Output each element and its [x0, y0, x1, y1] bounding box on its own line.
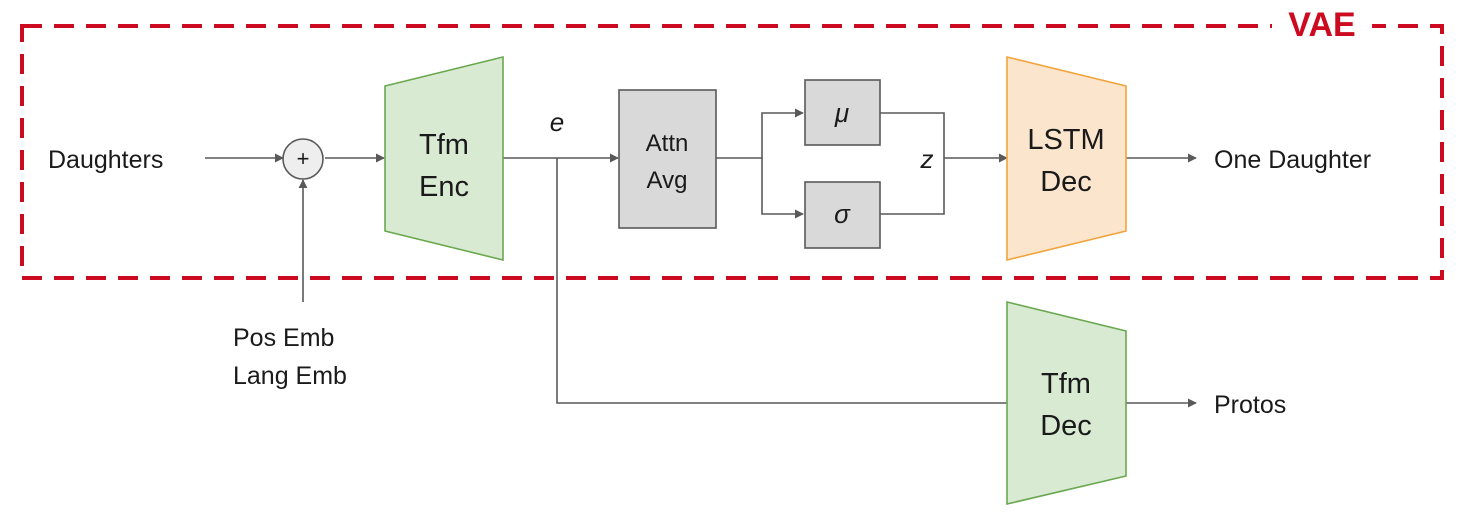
add-symbol: +: [297, 146, 310, 171]
input-daughters-label: Daughters: [48, 146, 163, 174]
transformer-decoder: Tfm Dec: [1006, 300, 1127, 506]
lstm-decoder-label-line1: LSTM: [1027, 124, 1104, 156]
input-pos-emb-label: Pos Emb: [233, 324, 334, 352]
edge-encoder-to-tfm-decoder: [556, 158, 1007, 404]
add-node: +: [282, 138, 324, 180]
output-one-daughter-label: One Daughter: [1214, 146, 1371, 174]
encoder-label-line1: Tfm: [419, 129, 469, 161]
mu-box: [804, 79, 881, 146]
lstm-decoder: LSTM Dec: [1006, 55, 1127, 262]
edge-attn-to-mu: [716, 108, 804, 159]
attn-avg-label-line1: Attn: [646, 130, 689, 157]
vae-group-border: [20, 24, 1444, 280]
lstm-decoder-shape: [1006, 55, 1127, 262]
edge-attn-to-sigma: [761, 158, 804, 219]
connectors: [205, 108, 1197, 408]
tfm-decoder-label-line2: Dec: [1040, 410, 1092, 442]
attention-average: Attn Avg: [618, 89, 717, 229]
sigma-box: [804, 181, 881, 249]
attn-avg-label-line2: Avg: [647, 167, 688, 194]
attn-avg-box: [618, 89, 717, 229]
input-lang-emb-label: Lang Emb: [233, 362, 347, 390]
sigma-node: σ: [804, 181, 881, 249]
encoder-label-line2: Enc: [419, 171, 469, 203]
sigma-symbol: σ: [834, 199, 851, 229]
encoder-shape: [384, 55, 504, 262]
lstm-decoder-label-line2: Dec: [1040, 166, 1092, 198]
output-protos-label: Protos: [1214, 391, 1286, 419]
vae-group-title: VAE: [1288, 6, 1355, 44]
edge-label-z: z: [920, 144, 934, 174]
edge-mu-to-z: [880, 112, 945, 215]
add-circle: [282, 138, 324, 180]
edge-label-e: e: [550, 107, 564, 137]
tfm-decoder-shape: [1006, 300, 1127, 506]
vae-title-backdrop: [1272, 6, 1372, 46]
tfm-decoder-label-line1: Tfm: [1041, 368, 1091, 400]
mu-node: μ: [804, 79, 881, 146]
transformer-encoder: Tfm Enc: [384, 55, 504, 262]
mu-symbol: μ: [834, 98, 849, 128]
